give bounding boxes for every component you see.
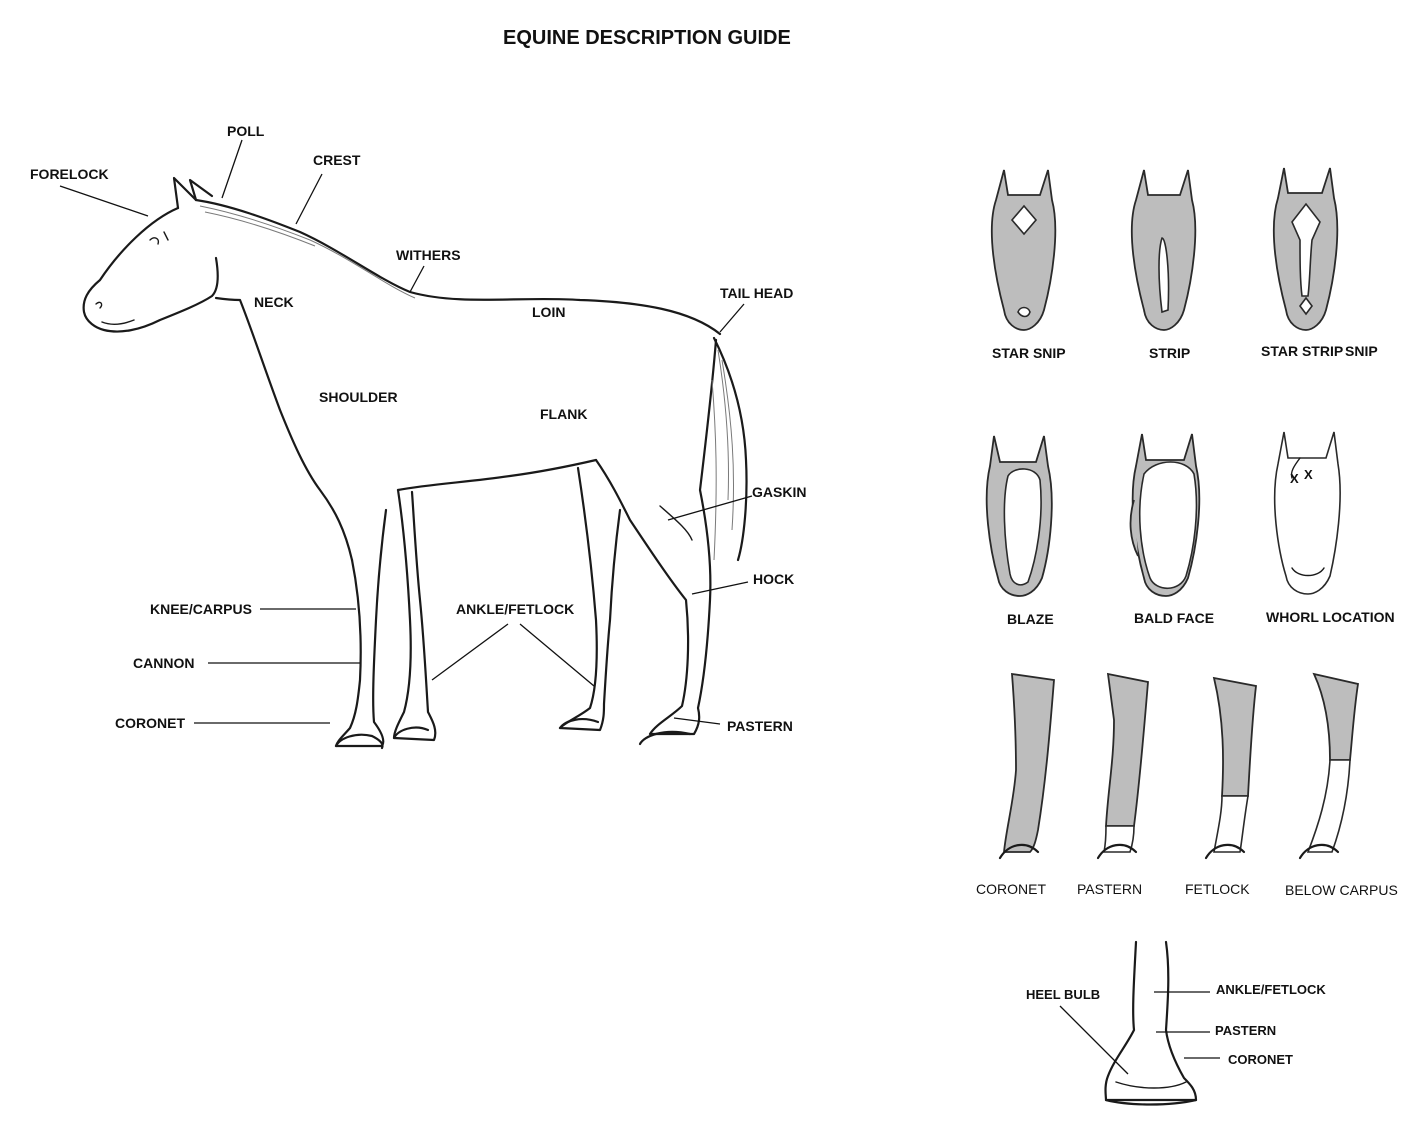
whorl-mark-1: X <box>1290 471 1299 486</box>
label-loin: LOIN <box>532 304 566 320</box>
label-pastern: PASTERN <box>727 718 793 734</box>
horse-leader-lines <box>59 139 753 725</box>
label-snip: SNIP <box>1345 343 1378 359</box>
hoof-detail <box>1059 940 1220 1106</box>
leg-pastern <box>1096 672 1149 860</box>
label-coronet: CORONET <box>115 715 185 731</box>
label-heel-bulb: HEEL BULB <box>1026 987 1101 1002</box>
label-crest: CREST <box>313 152 361 168</box>
label-tail-head: TAIL HEAD <box>720 285 794 301</box>
label-gaskin: GASKIN <box>752 484 807 500</box>
page-title: EQUINE DESCRIPTION GUIDE <box>503 27 791 49</box>
label-knee-carpus: KNEE/CARPUS <box>150 601 252 617</box>
label-whorl-location: WHORL LOCATION <box>1266 609 1395 625</box>
label-withers: WITHERS <box>396 247 461 263</box>
label-star-snip: STAR SNIP <box>992 345 1066 361</box>
label-hoof-ankle-fetlock: ANKLE/FETLOCK <box>1216 982 1326 997</box>
label-blaze: BLAZE <box>1007 611 1054 627</box>
face-bald-face <box>1129 433 1201 597</box>
label-hock: HOCK <box>753 571 795 587</box>
label-cannon: CANNON <box>133 655 195 671</box>
label-shoulder: SHOULDER <box>319 389 398 405</box>
label-leg-below-carpus: BELOW CARPUS <box>1285 882 1398 898</box>
label-poll: POLL <box>227 123 265 139</box>
face-strip <box>1130 169 1197 331</box>
label-bald-face: BALD FACE <box>1134 610 1215 626</box>
horse-body-outline <box>82 176 748 750</box>
face-blaze <box>985 435 1053 597</box>
label-leg-fetlock: FETLOCK <box>1185 881 1250 897</box>
leg-markings <box>998 672 1360 860</box>
label-flank: FLANK <box>540 406 588 422</box>
label-leg-coronet: CORONET <box>976 881 1046 897</box>
face-star-strip-snip <box>1272 167 1339 331</box>
face-star-snip <box>990 169 1057 331</box>
label-star-strip: STAR STRIP <box>1261 343 1344 359</box>
leg-fetlock <box>1204 676 1257 860</box>
label-hoof-coronet: CORONET <box>1228 1052 1293 1067</box>
leg-below-carpus <box>1298 672 1360 860</box>
leg-coronet <box>998 672 1055 860</box>
label-strip: STRIP <box>1149 345 1191 361</box>
face-markings <box>985 167 1341 597</box>
label-forelock: FORELOCK <box>30 166 109 182</box>
face-whorl-location <box>1273 431 1341 595</box>
label-hoof-pastern: PASTERN <box>1215 1023 1277 1038</box>
whorl-mark-2: X <box>1304 467 1313 482</box>
label-leg-pastern: PASTERN <box>1077 881 1143 897</box>
label-ankle-fetlock: ANKLE/FETLOCK <box>456 601 575 617</box>
label-neck: NECK <box>254 294 294 310</box>
